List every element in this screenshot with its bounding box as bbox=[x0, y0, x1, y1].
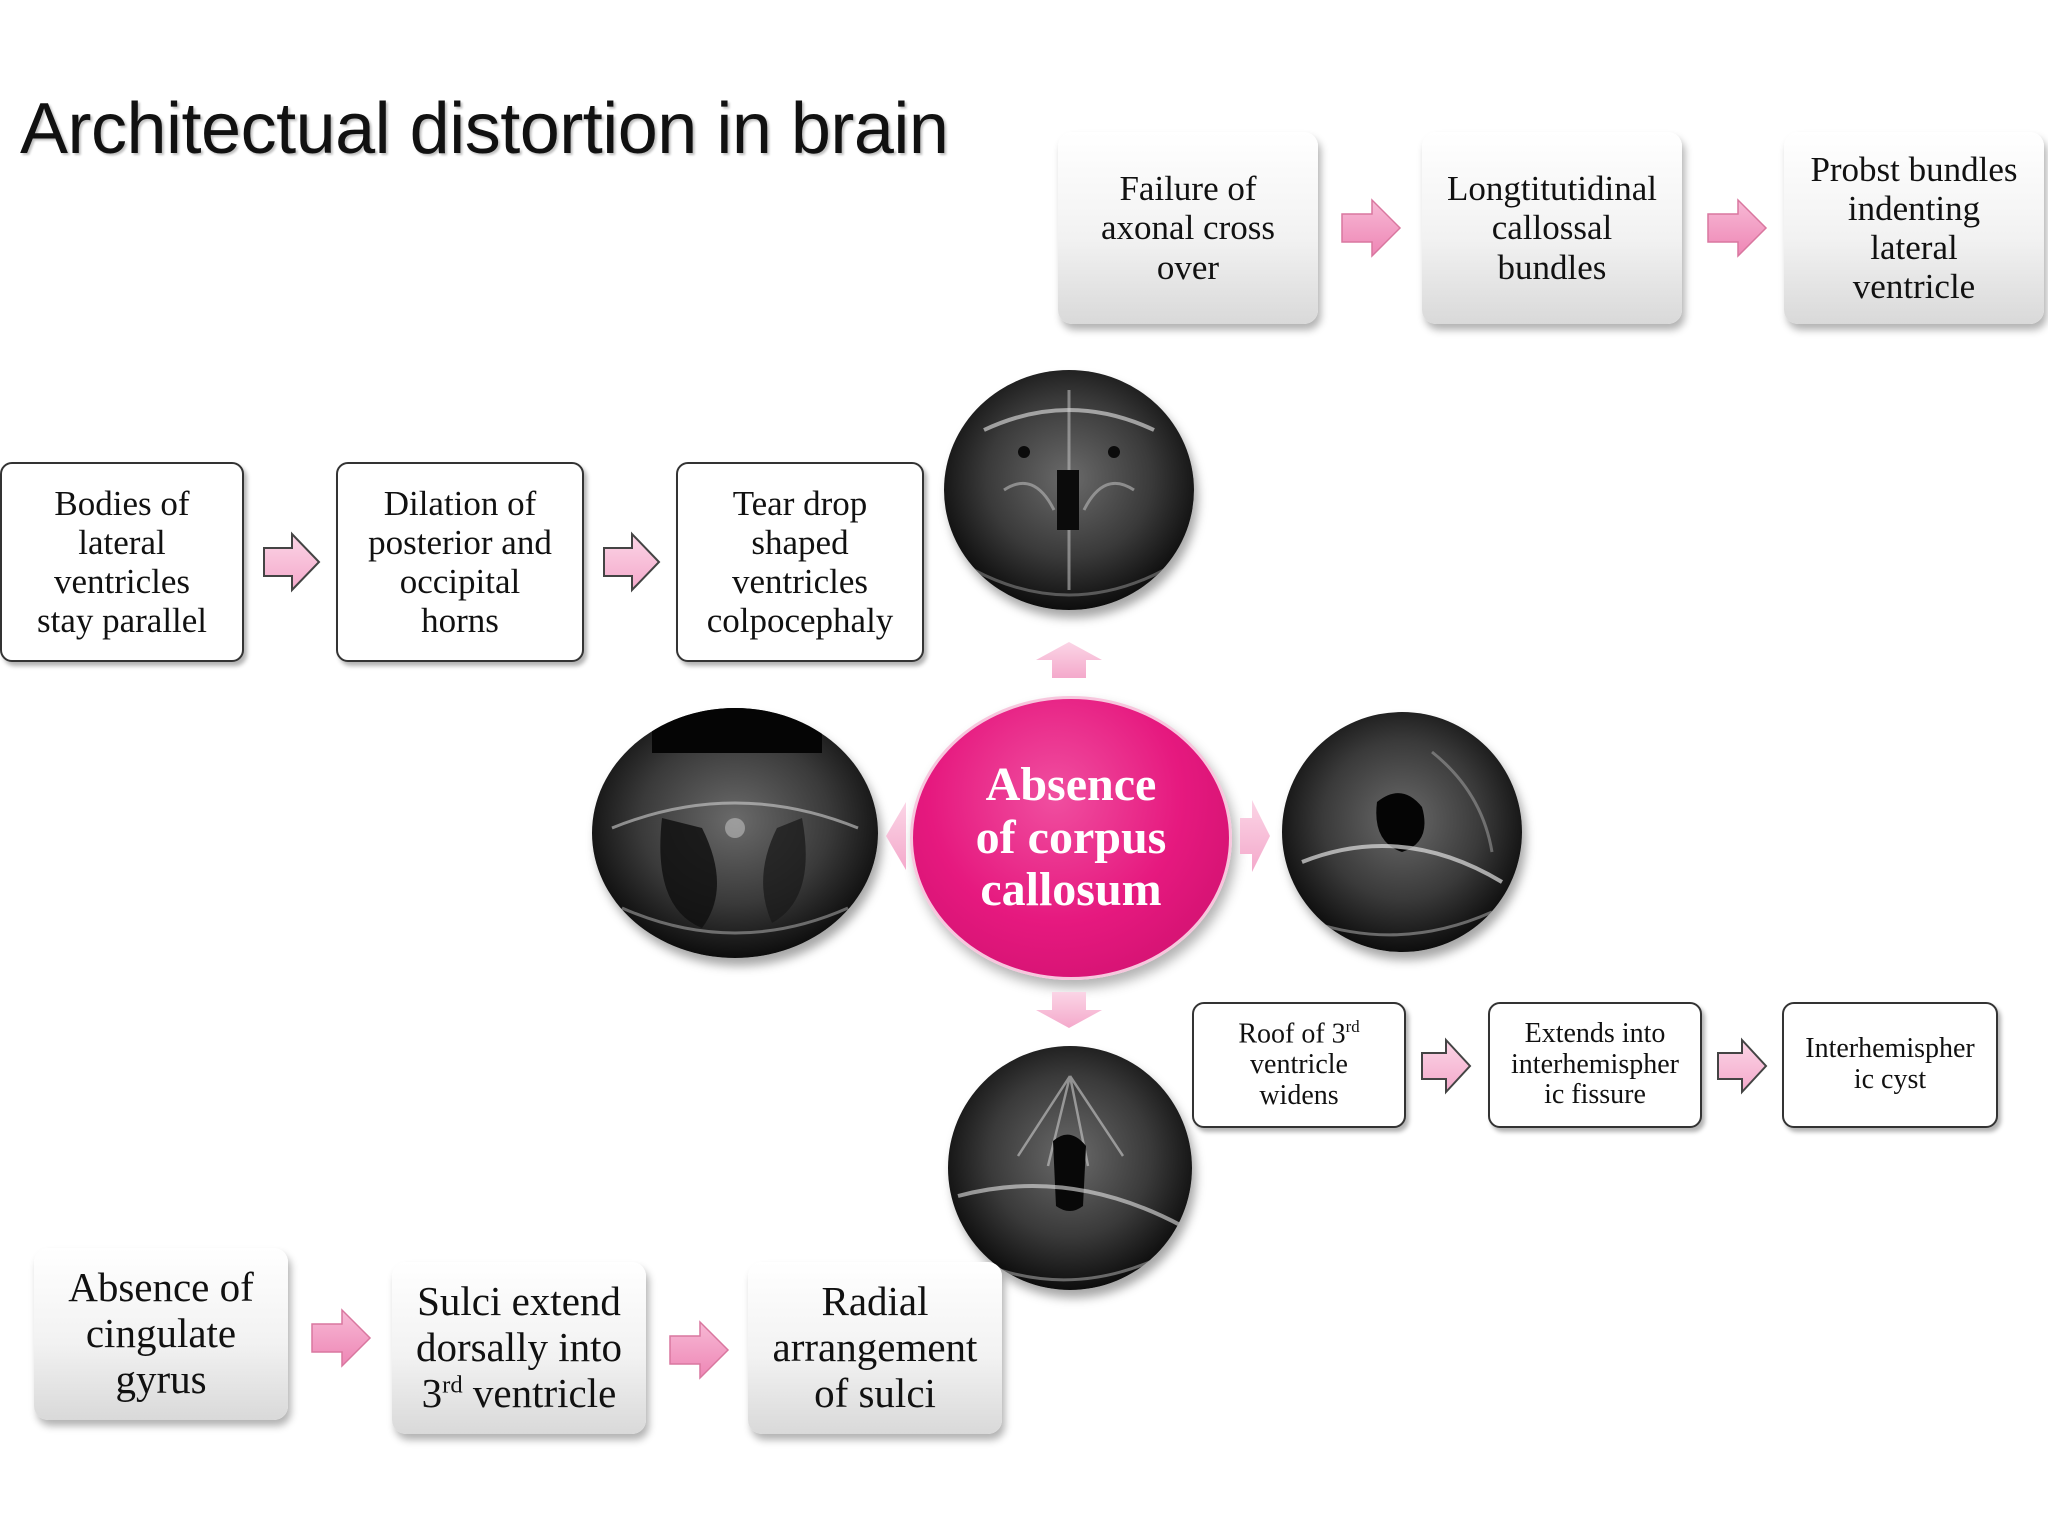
center-node-absence-corpus-callosum: Absence of corpus callosum bbox=[910, 696, 1232, 980]
box-line: occipital bbox=[399, 562, 521, 601]
right-arrow-icon bbox=[669, 1320, 730, 1380]
box-line: widens bbox=[1259, 1080, 1339, 1112]
box-line: ic fissure bbox=[1544, 1079, 1646, 1111]
right-arrow-icon bbox=[603, 531, 661, 593]
box-line: lateral bbox=[78, 522, 166, 562]
box-line: 3rd ventricle bbox=[421, 1369, 617, 1417]
right-arrow-icon bbox=[1341, 198, 1402, 258]
box-line: Probst bundles bbox=[1810, 149, 2018, 189]
box-line: over bbox=[1156, 247, 1220, 287]
center-line: of corpus bbox=[975, 810, 1167, 864]
box-line: Roof of 3rd bbox=[1238, 1017, 1360, 1050]
box-line: ventricle bbox=[1250, 1049, 1348, 1081]
box-line: axonal cross bbox=[1101, 208, 1275, 248]
box-line: colpocephaly bbox=[706, 601, 894, 641]
box-line: lateral bbox=[1870, 228, 1958, 267]
box-line: cingulate bbox=[85, 1310, 237, 1357]
box-line: indenting bbox=[1847, 188, 1981, 228]
box-probst-bundles: Probst bundles indenting lateral ventric… bbox=[1784, 132, 2044, 324]
superscript: rd bbox=[1345, 1017, 1360, 1037]
right-arrow-icon bbox=[1707, 198, 1768, 258]
right-arrow-icon bbox=[1421, 1037, 1472, 1095]
box-line: Dilation of bbox=[383, 483, 537, 523]
box-line: Interhemispher bbox=[1805, 1033, 1975, 1065]
center-line: callosum bbox=[980, 863, 1162, 917]
box-line: Tear drop bbox=[732, 483, 868, 523]
box-line-text: ventricle bbox=[462, 1369, 617, 1416]
box-line: ventricles bbox=[731, 562, 869, 601]
box-line: Failure of bbox=[1119, 169, 1257, 209]
box-line: Sulci extend bbox=[417, 1278, 621, 1325]
box-line: ventricle bbox=[1852, 267, 1976, 307]
box-extends-interhemispheric-fissure: Extends into interhemispher ic fissure bbox=[1488, 1002, 1702, 1128]
up-arrow-icon bbox=[1036, 642, 1102, 678]
box-line: shaped bbox=[751, 522, 849, 562]
box-line: gyrus bbox=[115, 1355, 207, 1402]
box-line: Extends into bbox=[1524, 1017, 1666, 1049]
ultrasound-scan-image-top bbox=[944, 370, 1194, 610]
box-line: posterior and bbox=[368, 522, 552, 562]
superscript: rd bbox=[442, 1371, 463, 1399]
box-line: bundles bbox=[1497, 247, 1607, 287]
box-line: ic cyst bbox=[1853, 1064, 1927, 1095]
box-line: dorsally into bbox=[415, 1324, 623, 1371]
ultrasound-scan-image-right bbox=[1282, 712, 1522, 952]
box-line: Bodies of bbox=[54, 483, 190, 523]
box-line: arrangement bbox=[772, 1324, 978, 1371]
box-line: ventricles bbox=[53, 562, 191, 601]
ultrasound-scan-image-left bbox=[592, 708, 878, 958]
box-radial-arrangement-sulci: Radial arrangement of sulci bbox=[748, 1262, 1002, 1434]
right-arrow-icon bbox=[1240, 800, 1270, 872]
box-line: stay parallel bbox=[36, 601, 208, 641]
right-arrow-icon bbox=[1717, 1037, 1768, 1095]
left-arrow-icon bbox=[886, 802, 906, 870]
box-interhemispheric-cyst: Interhemispher ic cyst bbox=[1782, 1002, 1998, 1128]
center-line: Absence bbox=[985, 757, 1157, 811]
box-failure-axonal-crossover: Failure of axonal cross over bbox=[1058, 132, 1318, 324]
box-sulci-extend-dorsally: Sulci extend dorsally into 3rd ventricle bbox=[392, 1262, 646, 1434]
right-arrow-icon bbox=[263, 531, 321, 593]
box-line-text: Roof of 3 bbox=[1238, 1018, 1346, 1050]
box-line: interhemispher bbox=[1511, 1048, 1679, 1080]
box-line-text: 3 bbox=[421, 1369, 443, 1416]
box-longitudinal-callosal-bundles: Longtitutidinal callossal bundles bbox=[1422, 132, 1682, 324]
box-line: of sulci bbox=[814, 1369, 936, 1416]
box-line: horns bbox=[421, 601, 499, 641]
box-absence-cingulate-gyrus: Absence of cingulate gyrus bbox=[34, 1248, 288, 1420]
box-roof-third-ventricle: Roof of 3rd ventricle widens bbox=[1192, 1002, 1406, 1128]
ultrasound-scan-image-bottom bbox=[948, 1046, 1192, 1290]
right-arrow-icon bbox=[311, 1308, 372, 1368]
box-line: Absence of bbox=[68, 1264, 254, 1311]
box-line: Radial bbox=[821, 1278, 929, 1325]
down-arrow-icon bbox=[1036, 992, 1102, 1028]
box-line: callossal bbox=[1491, 208, 1613, 248]
box-line: Longtitutidinal bbox=[1447, 169, 1657, 209]
box-tear-drop-ventricles: Tear drop shaped ventricles colpocephaly bbox=[676, 462, 924, 662]
box-bodies-lateral-ventricles: Bodies of lateral ventricles stay parall… bbox=[0, 462, 244, 662]
box-dilation-posterior-occipital-horns: Dilation of posterior and occipital horn… bbox=[336, 462, 584, 662]
page-title: Architectual distortion in brain bbox=[20, 89, 949, 169]
